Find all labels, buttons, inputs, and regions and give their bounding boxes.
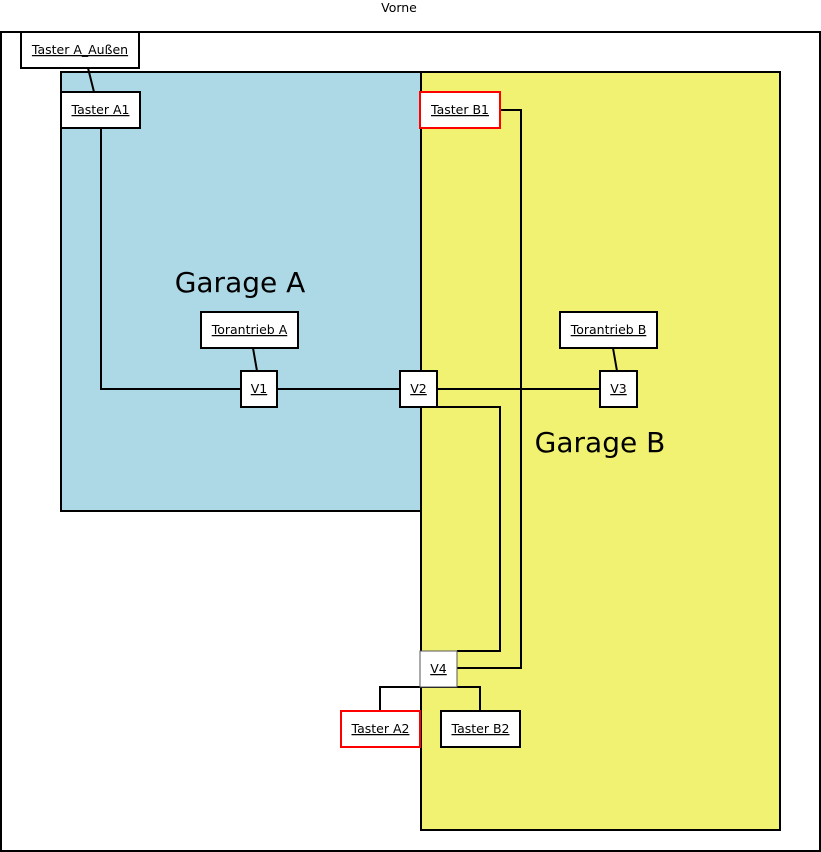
wire-torantrieb-a-v1[interactable] (252, 347, 258, 372)
wire-v2-v4[interactable] (437, 406, 501, 652)
node-label: Torantrieb B (570, 322, 647, 337)
node-label: Taster A_Außen (31, 42, 128, 57)
node-label: Taster B2 (451, 721, 510, 736)
node-label: Taster A1 (71, 102, 130, 117)
node-label: V1 (251, 381, 268, 396)
node-torantrieb-a[interactable]: Torantrieb A (200, 311, 299, 349)
node-label: Taster B1 (430, 102, 489, 117)
node-taster-a-aussen[interactable]: Taster A_Außen (20, 31, 140, 69)
garage-a-region[interactable] (60, 71, 422, 512)
wire-a1-v1[interactable] (100, 128, 241, 390)
node-label: V4 (430, 661, 447, 676)
node-label: V3 (610, 381, 627, 396)
garage-a-title: Garage A (175, 266, 306, 299)
node-label: Taster A2 (351, 721, 410, 736)
front-label: Vorne (381, 0, 417, 15)
wire-b1-v4[interactable] (457, 109, 522, 669)
node-torantrieb-b[interactable]: Torantrieb B (559, 311, 658, 349)
garage-b-title: Garage B (535, 426, 666, 459)
node-v1[interactable]: V1 (240, 370, 278, 408)
node-taster-a1[interactable]: Taster A1 (60, 91, 141, 129)
wire-aussen-a1[interactable] (87, 67, 95, 93)
node-taster-b2[interactable]: Taster B2 (440, 710, 521, 748)
node-taster-b1[interactable]: Taster B1 (419, 91, 501, 129)
node-v2[interactable]: V2 (399, 370, 438, 408)
node-label: Torantrieb A (211, 322, 288, 337)
node-taster-a2[interactable]: Taster A2 (340, 710, 421, 748)
wire-torantrieb-b-v3[interactable] (612, 347, 618, 372)
node-v3[interactable]: V3 (599, 370, 638, 408)
node-v4[interactable]: V4 (419, 650, 458, 688)
node-label: V2 (410, 381, 427, 396)
